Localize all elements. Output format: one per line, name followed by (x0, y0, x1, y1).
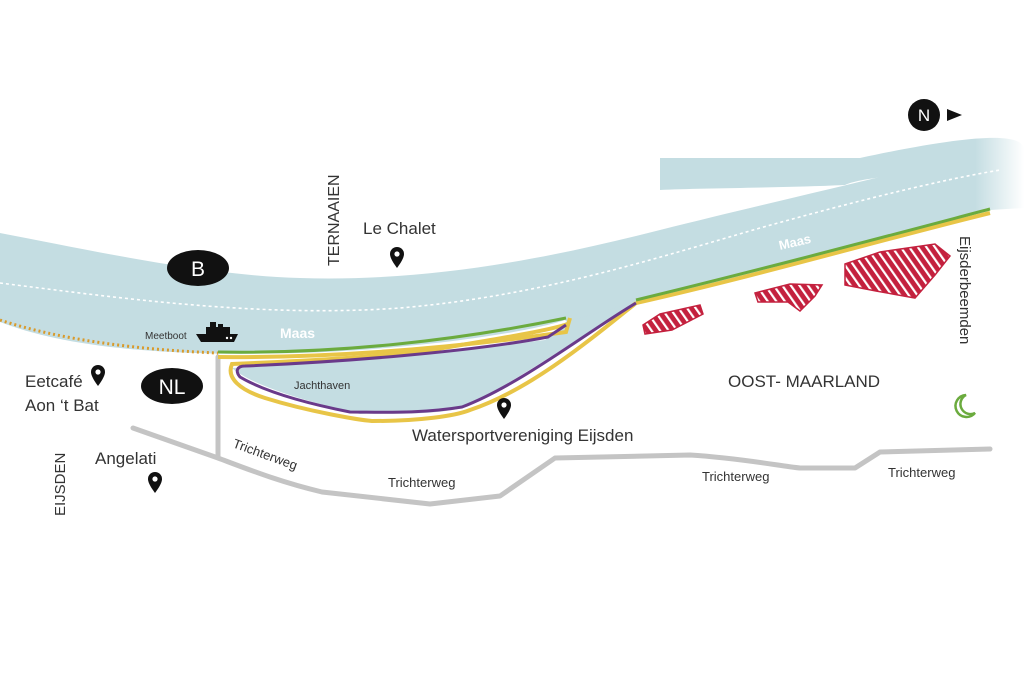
jachthaven-label: Jachthaven (294, 380, 350, 392)
river-centerline (0, 169, 1001, 312)
north-arrow-icon (947, 109, 962, 121)
place-label-le-chalet: Le Chalet (363, 219, 436, 238)
location-pin-icon[interactable] (91, 365, 105, 386)
north-label: N (918, 106, 930, 125)
route-green (217, 207, 991, 354)
roads (130, 354, 993, 507)
river-label-maas-right: Maas (777, 231, 812, 253)
country-badge-nl: NL (141, 368, 203, 404)
north-indicator: N (908, 99, 962, 131)
place-label-eijsderbeemden: Eijsderbeemden (956, 236, 973, 344)
meetboot-label: Meetboot (145, 331, 187, 342)
road-label-trichterweg-4: Trichterweg (888, 465, 955, 480)
road-trichterweg (130, 425, 993, 507)
country-label-nl: NL (159, 376, 186, 399)
route-yellow-harbour (228, 301, 638, 424)
place-label-ternaaien: TERNAAIEN (326, 174, 343, 266)
north-badge (908, 99, 940, 131)
river-main (0, 150, 1024, 354)
country-label-b: B (191, 258, 205, 281)
hatch-area-3 (844, 243, 952, 299)
route-purple (235, 301, 637, 414)
river-maas (0, 137, 1024, 414)
river-label-maas-left: Maas (280, 325, 315, 341)
hatch-area-2 (754, 283, 824, 312)
boat-icon (196, 322, 238, 342)
road-label-trichterweg-2: Trichterweg (388, 475, 455, 490)
moon-icon (954, 393, 976, 419)
country-badge-b: B (167, 250, 229, 286)
place-label-oost-maarland: OOST- MAARLAND (728, 372, 880, 391)
poi-label-eetcafe: Eetcafé (25, 372, 83, 391)
location-pin-icon[interactable] (148, 472, 162, 493)
poi-label-aon-t-bat: Aon ‘t Bat (25, 396, 99, 415)
route-yellow-north (217, 211, 991, 360)
river-basin (660, 137, 1024, 190)
jachthaven-water (232, 302, 636, 414)
location-pin-icon[interactable] (390, 247, 404, 268)
protected-areas (642, 243, 952, 335)
place-label-eijsden: EIJSDEN (52, 453, 69, 516)
poi-label-angelati: Angelati (95, 449, 156, 468)
road-label-trichterweg-3: Trichterweg (702, 469, 769, 484)
location-pin-icon[interactable] (497, 398, 511, 419)
poi-label-watersport: Watersportvereniging Eijsden (412, 426, 633, 445)
hatch-area-1 (642, 304, 704, 335)
